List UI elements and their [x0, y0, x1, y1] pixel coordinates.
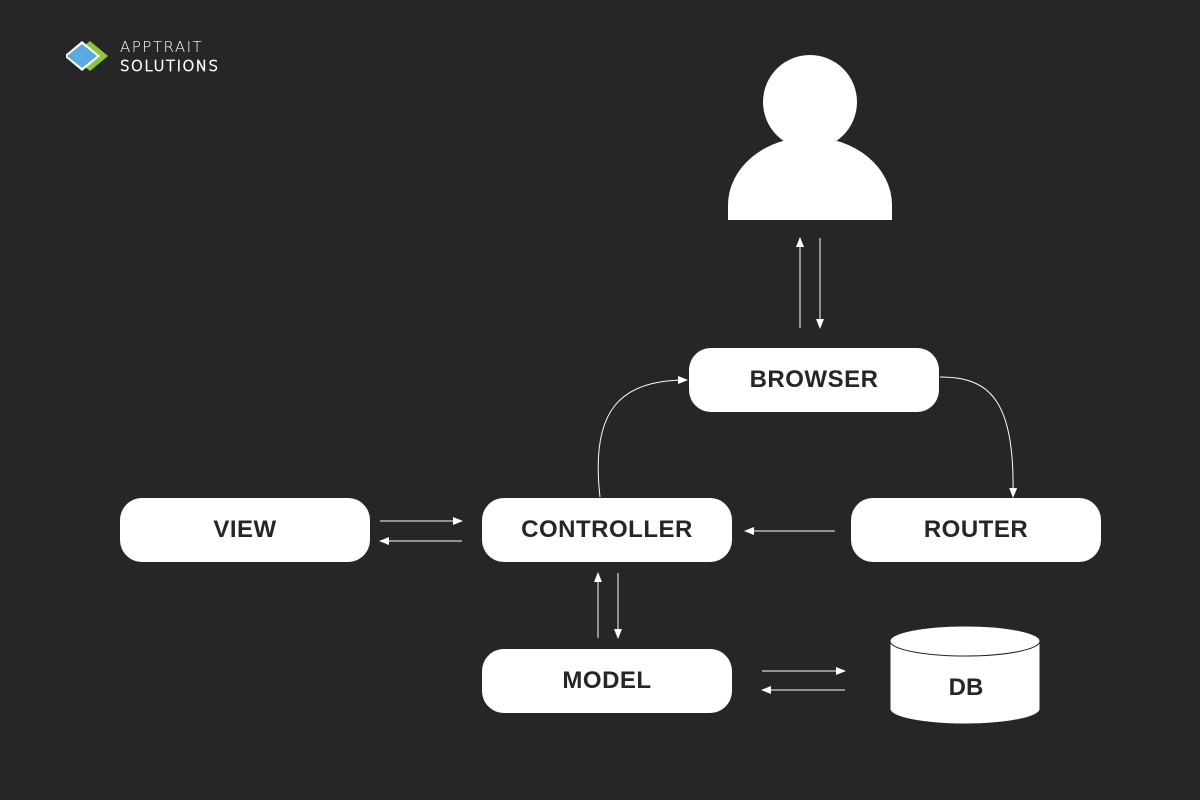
logo-wordmark: APPTRAIT SOLUTIONS: [120, 38, 220, 76]
router-label: ROUTER: [923, 516, 1029, 543]
apptrait-logo: APPTRAIT SOLUTIONS: [66, 38, 246, 78]
browser-label: BROWSER: [749, 366, 879, 393]
router-node: ROUTER: [851, 498, 1101, 562]
logo-text-line1: APPTRAIT: [120, 38, 204, 56]
db-label: DB: [948, 674, 984, 701]
view-node: VIEW: [120, 498, 370, 562]
view-label: VIEW: [213, 516, 277, 543]
database-cylinder-icon: [889, 625, 1041, 725]
arrow-browser-to-router: [939, 376, 1018, 498]
user-icon: [728, 55, 892, 220]
browser-node: BROWSER: [689, 348, 939, 412]
logo-text-line2: SOLUTIONS: [120, 57, 220, 76]
model-node: MODEL: [482, 649, 732, 713]
controller-node: CONTROLLER: [482, 498, 732, 562]
arrow-controller-to-browser: [597, 376, 688, 498]
controller-label: CONTROLLER: [521, 516, 693, 543]
apptrait-logo-mark-icon: [66, 41, 108, 71]
model-label: MODEL: [562, 667, 652, 694]
